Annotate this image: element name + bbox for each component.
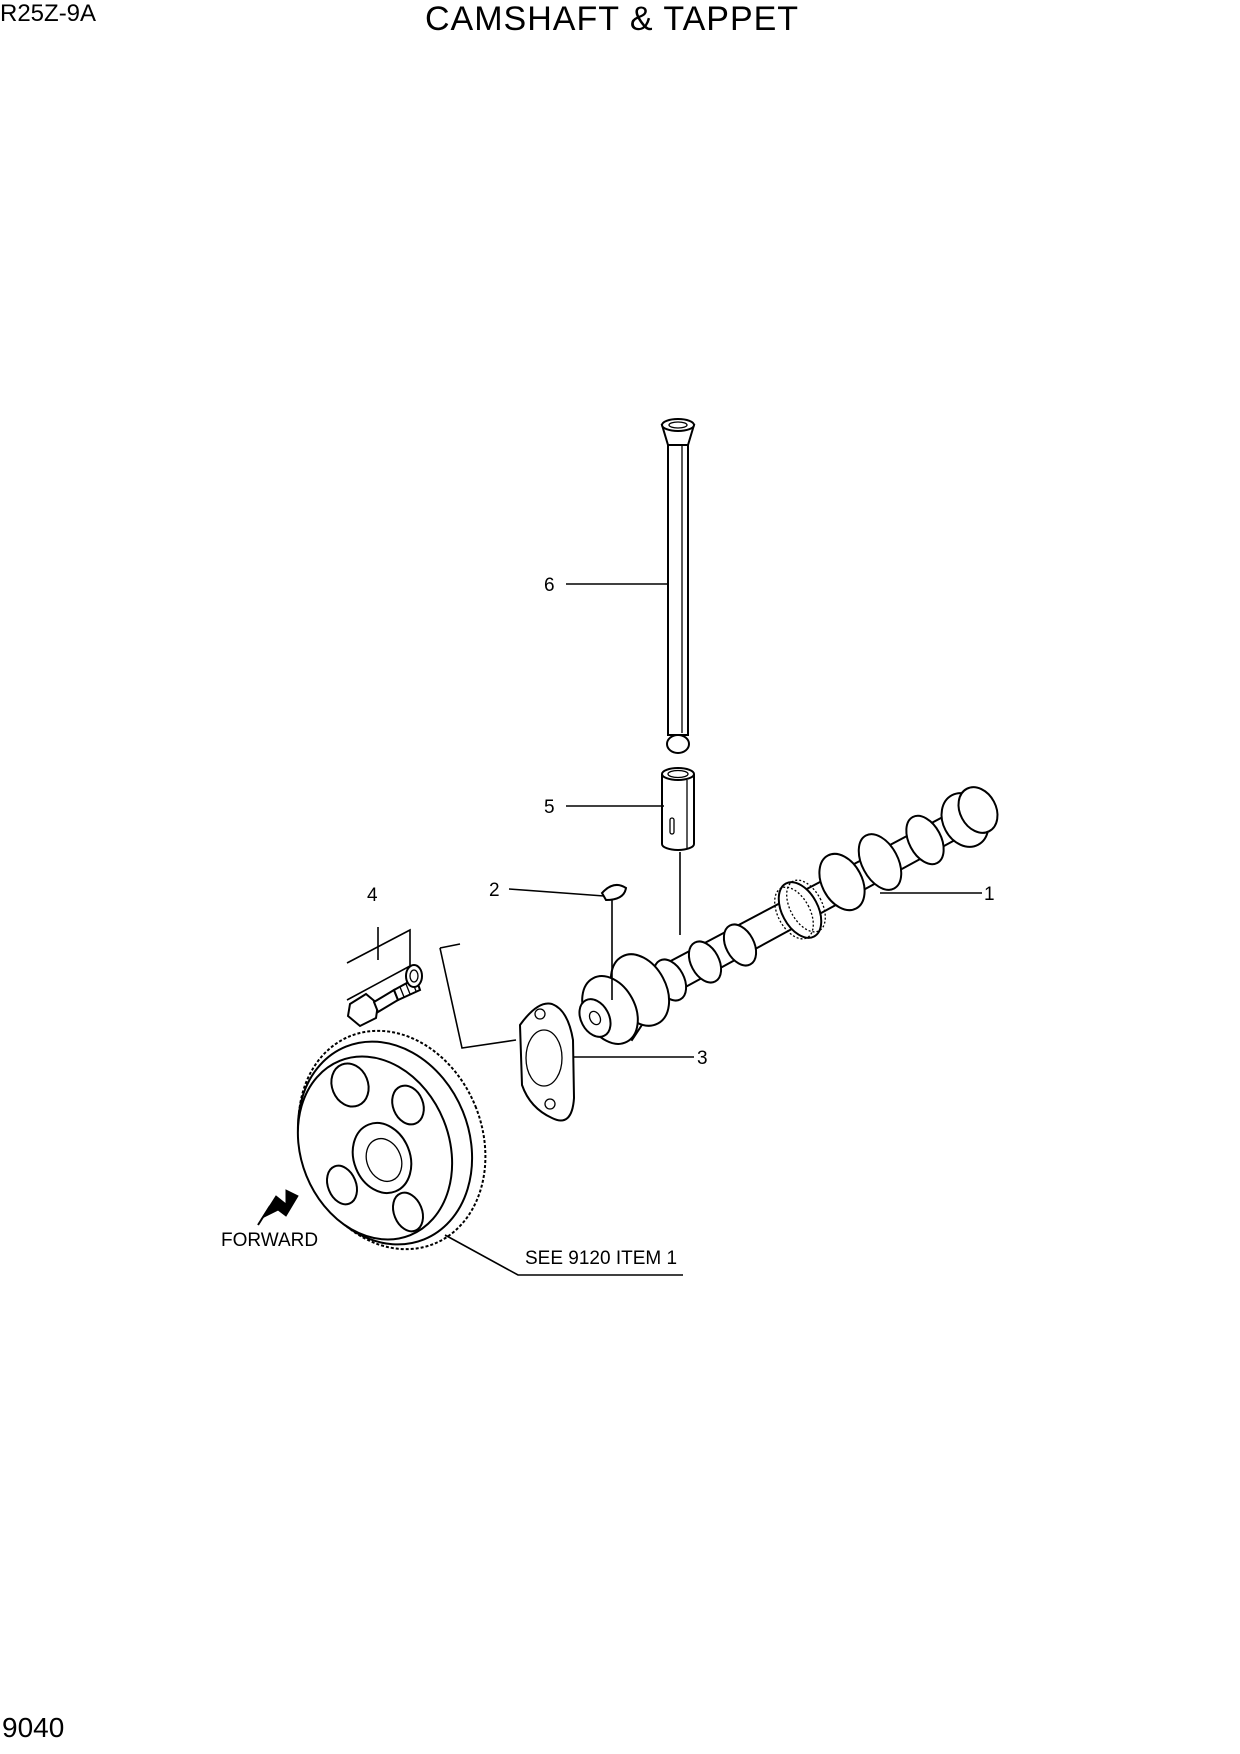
push-rod-part [660, 418, 696, 754]
model-code: R25Z-9A [0, 0, 97, 27]
forward-arrow-icon [257, 1189, 299, 1226]
tappet-part [661, 767, 695, 851]
cam-gear-part [296, 1029, 487, 1251]
camshaft-part [578, 786, 999, 1045]
page-title: CAMSHAFT & TAPPET [425, 0, 800, 38]
thrust-plate-part [518, 1002, 576, 1122]
callout-2: 2 [489, 880, 500, 901]
callout-3: 3 [697, 1048, 708, 1069]
callout-5: 5 [544, 797, 555, 818]
woodruff-key-part [600, 883, 628, 902]
callout-1: 1 [984, 884, 995, 905]
callout-6: 6 [544, 575, 555, 596]
callout-4: 4 [367, 885, 378, 906]
reference-note: SEE 9120 ITEM 1 [525, 1248, 677, 1269]
page-number: 9040 [2, 1712, 65, 1743]
bolt-washer-part [346, 928, 423, 1028]
forward-label: FORWARD [221, 1230, 318, 1251]
leader-lines [377, 583, 982, 1276]
